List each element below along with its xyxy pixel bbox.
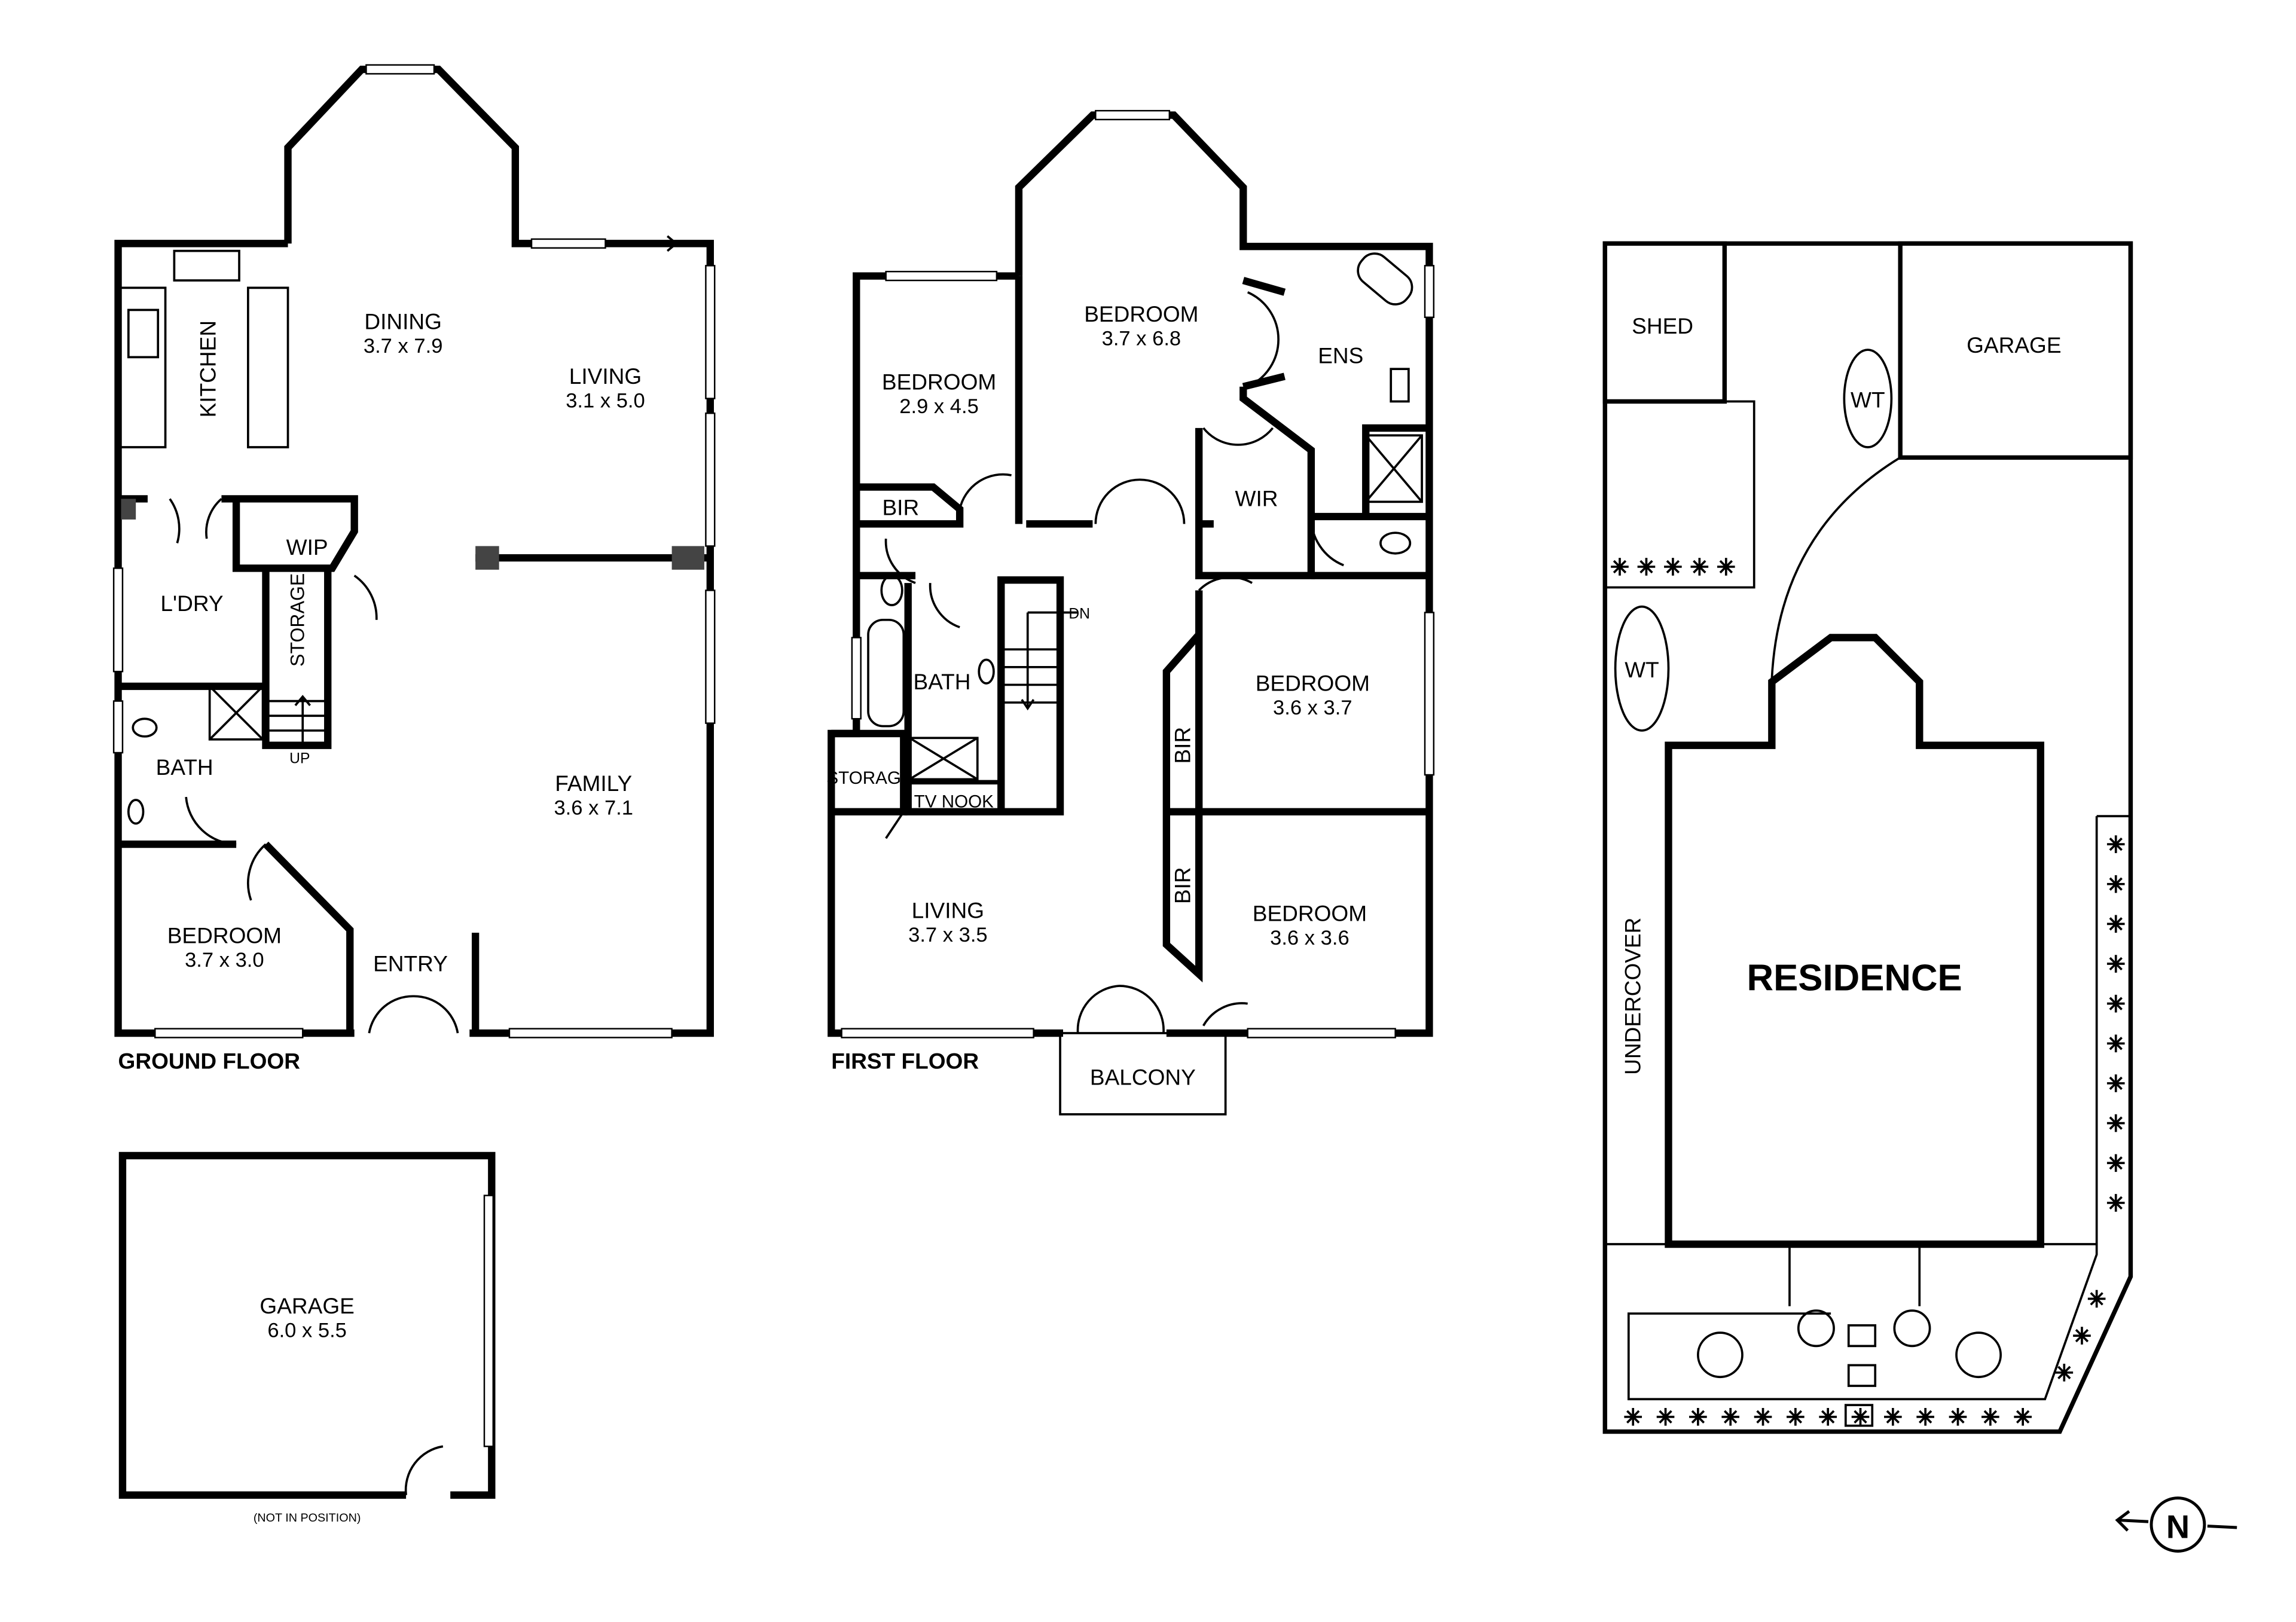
room-label-living-ff: LIVING (912, 897, 984, 923)
shrub-icon (2055, 1363, 2074, 1382)
room-label-bedroom: BEDROOM (167, 923, 282, 948)
room-size-living-ff: 3.7 x 3.5 (908, 924, 988, 946)
site-label-wt-2: WT (1625, 657, 1659, 682)
room-label-bir-1: BIR (883, 495, 920, 520)
shrub-icon (2087, 1290, 2106, 1308)
room-label-bedroom-3: BEDROOM (1256, 670, 1370, 695)
site-label-wt-1: WT (1851, 387, 1885, 412)
north-arrow-icon: N (2115, 1496, 2237, 1553)
shrub-icon (1624, 1408, 1642, 1426)
shrub-icon (2106, 1114, 2125, 1132)
room-label-storage: STORAGE (287, 573, 309, 667)
room-size-bedroom: 3.7 x 3.0 (185, 949, 264, 972)
room-label-tv-nook: TV NOOK (914, 792, 994, 811)
room-label-family: FAMILY (555, 771, 632, 796)
shrub-icon (1949, 1408, 1967, 1426)
garage-size: 6.0 x 5.5 (267, 1319, 347, 1342)
room-label-bath-ff: BATH (914, 669, 971, 694)
site-label-garage: GARAGE (1967, 332, 2061, 358)
shrub-icon (1981, 1408, 1999, 1426)
room-label-bedroom-2: BEDROOM (882, 369, 996, 395)
shrub-icon (1916, 1408, 1934, 1426)
shrub-icon (2106, 1074, 2125, 1092)
room-label-wip: WIP (286, 534, 328, 560)
room-label-bir-2: BIR (1170, 727, 1195, 764)
shrub-icon (2106, 994, 2125, 1013)
shrub-icon (2073, 1327, 2091, 1345)
room-label-living: LIVING (569, 364, 642, 389)
room-label-bath: BATH (156, 755, 213, 780)
first-floor-title: FIRST FLOOR (831, 1048, 979, 1073)
shrub-icon (1819, 1408, 1837, 1426)
room-label-bir-3: BIR (1170, 867, 1195, 904)
room-label-kitchen: KITCHEN (196, 320, 221, 417)
room-label-storage-ff: STORAGE (826, 768, 912, 788)
room-label-wir: WIR (1235, 486, 1278, 511)
room-size-bedroom-2: 2.9 x 4.5 (899, 395, 979, 418)
room-label-ens: ENS (1318, 343, 1363, 368)
stair-label-dn: DN (1068, 606, 1090, 622)
site-label-undercover: UNDERCOVER (1620, 918, 1645, 1075)
shrub-icon (1721, 1408, 1740, 1426)
room-label-entry: ENTRY (373, 951, 448, 976)
shrub-icon (1717, 558, 1735, 576)
room-label-main-bedroom: BEDROOM (1084, 301, 1198, 326)
room-label-laundry: L'DRY (160, 591, 223, 616)
shrub-icon (1656, 1408, 1675, 1426)
shrub-icon (1690, 558, 1709, 576)
room-size-living: 3.1 x 5.0 (566, 389, 645, 412)
stair-label-up: UP (289, 750, 310, 766)
shrub-icon (2106, 1154, 2125, 1172)
compass-label: N (2166, 1508, 2190, 1545)
site-label-shed: SHED (1632, 313, 1693, 338)
room-size-bedroom-4: 3.6 x 3.6 (1270, 927, 1349, 949)
shrub-icon (1637, 558, 1656, 576)
garage-plan: GARAGE 6.0 x 5.5 (NOT IN POSITION) (118, 1151, 496, 1525)
first-floor-plan: BEDROOM 3.7 x 6.8 BEDROOM 2.9 x 4.5 ENS … (826, 109, 1435, 1116)
shrub-icon (2014, 1408, 2032, 1426)
site-label-residence: RESIDENCE (1747, 957, 1962, 998)
shrub-icon (2106, 955, 2125, 973)
room-size-family: 3.6 x 7.1 (554, 797, 633, 820)
shrub-icon (1611, 558, 1629, 576)
shrub-icon (1851, 1408, 1870, 1426)
garage-label: GARAGE (259, 1293, 354, 1318)
room-label-balcony: BALCONY (1090, 1064, 1196, 1089)
room-size-dining: 3.7 x 7.9 (364, 335, 443, 358)
site-plan: SHED GARAGE WT WT UNDERCOVER RESIDENCE (1602, 241, 2133, 1434)
garage-note: (NOT IN POSITION) (254, 1511, 361, 1525)
room-label-dining: DINING (364, 309, 442, 334)
shrub-icon (1884, 1408, 1902, 1426)
shrub-icon (1754, 1408, 1772, 1426)
ground-floor-title: GROUND FLOOR (118, 1048, 300, 1073)
room-label-bedroom-4: BEDROOM (1253, 900, 1367, 925)
shrub-icon (2106, 1194, 2125, 1212)
ground-floor-plan: DINING 3.7 x 7.9 LIVING 3.1 x 5.0 KITCHE… (112, 64, 716, 1073)
shrub-icon (2106, 915, 2125, 933)
shrub-icon (2106, 1034, 2125, 1053)
shrub-icon (1787, 1408, 1805, 1426)
hedge-plants (1611, 558, 2125, 1426)
shrub-icon (1689, 1408, 1707, 1426)
shrub-icon (2106, 875, 2125, 893)
room-size-main-bedroom: 3.7 x 6.8 (1102, 328, 1181, 350)
room-size-bedroom-3: 3.6 x 3.7 (1273, 697, 1352, 719)
shrub-icon (2106, 835, 2125, 853)
shrub-icon (1664, 558, 1682, 576)
